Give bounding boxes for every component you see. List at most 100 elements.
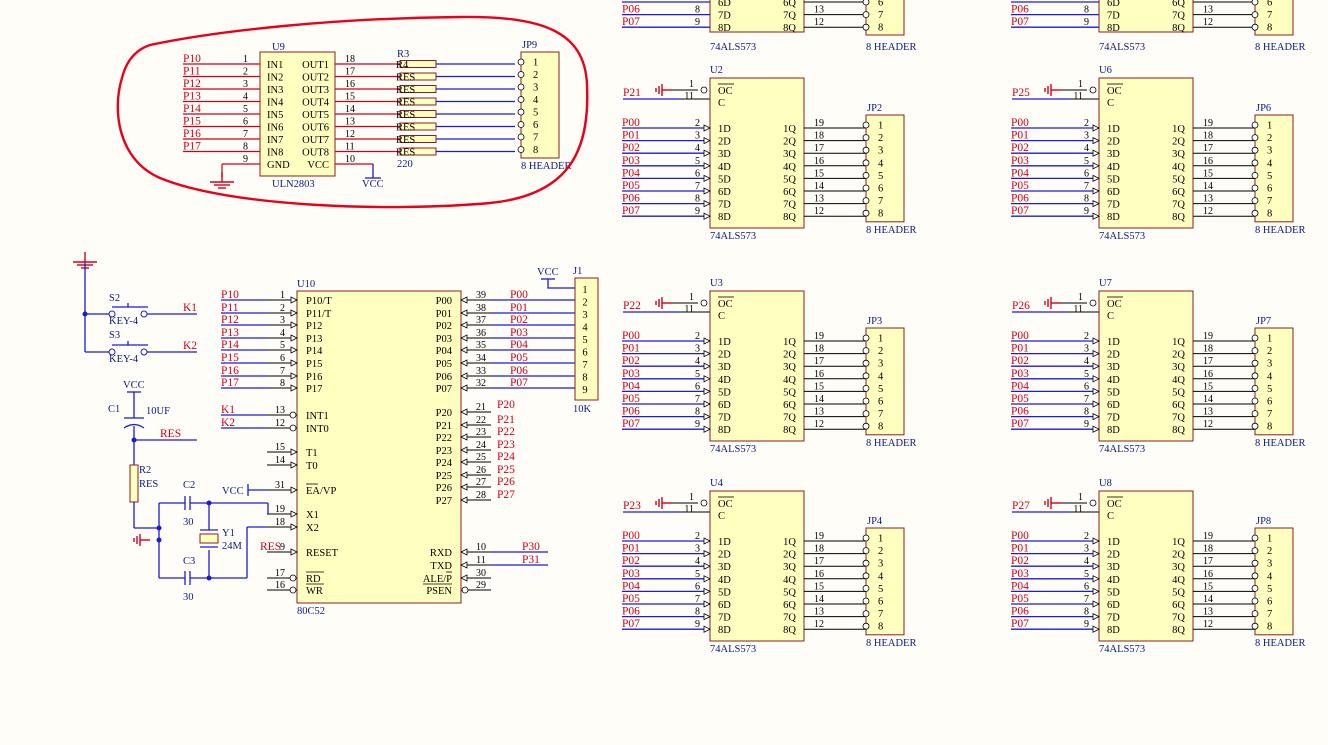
header-pin [1251, 0, 1259, 6]
mcu-right-net: P05 [510, 352, 528, 364]
pin-number: 8 [280, 378, 285, 389]
switch-contact [108, 310, 116, 318]
switch-part: KEY-4 [109, 354, 139, 365]
header-pin [1251, 372, 1259, 380]
pin-arrow [1092, 425, 1100, 433]
mcu-right-net: P06 [510, 365, 528, 377]
pin-number: 4 [695, 556, 700, 567]
d-pin-label: 8D [1107, 425, 1120, 436]
pin-arrow [1092, 537, 1100, 545]
d-pin-label: 6D [718, 600, 731, 611]
q-pin-label: 8Q [783, 212, 796, 223]
header-pin [517, 96, 525, 103]
uln-vcc-net: VCC [362, 179, 384, 190]
pin-number: 5 [1084, 569, 1089, 580]
pullup-pin-number: 3 [582, 310, 587, 321]
pin-arrow [703, 362, 711, 370]
data-bus-label: P05 [1011, 393, 1029, 405]
header-pin [862, 209, 870, 217]
pin-arrow [1092, 562, 1100, 570]
reset-vcc: VCC [123, 380, 145, 391]
q-pin-label: 7Q [1172, 200, 1185, 211]
q-pin-label: 4Q [1172, 575, 1185, 586]
uln-in-label: IN2 [267, 73, 283, 84]
q-pin-label: 5Q [783, 387, 796, 398]
pin-arrow [290, 510, 298, 518]
c-pin-label: C [1107, 311, 1114, 322]
d-pin-label: 2D [718, 550, 731, 561]
header-pin [1251, 11, 1259, 19]
pin-number: 34 [476, 353, 486, 364]
pin-number: 4 [1084, 556, 1089, 567]
pin-arrow [1092, 549, 1100, 558]
mcu-left-net: P12 [221, 314, 239, 326]
mcu-left-net: P10 [221, 289, 239, 301]
pin-arrow [703, 562, 711, 570]
q-pin-label: 5Q [1172, 587, 1185, 598]
pin-arrow [1092, 187, 1100, 195]
data-bus-label: P02 [1011, 142, 1029, 154]
pin-number: 7 [1084, 0, 1089, 3]
pin-number: 17 [345, 67, 355, 78]
pin-number: 23 [476, 427, 486, 438]
pin-number: 5 [695, 569, 700, 580]
latch-header [865, 114, 905, 223]
oc-pin-label: OC [718, 299, 733, 310]
d-pin-label: 4D [718, 375, 731, 386]
pin-number: 1 [1078, 292, 1083, 303]
pin-number: 24 [476, 440, 486, 451]
pin-number: 28 [476, 490, 486, 501]
pin-arrow [460, 458, 468, 466]
pin-number: 3 [695, 344, 700, 355]
header-part: 8 HEADER [866, 42, 916, 53]
pin-number: 13 [814, 407, 824, 418]
header-pin [517, 133, 525, 141]
pin-number: 9 [695, 17, 700, 28]
header-pin-number: 8 [533, 145, 538, 156]
oc-pin-label: OC [1107, 86, 1122, 97]
resistor-label: RES [396, 148, 415, 159]
mcu-pin-label: P21 [436, 421, 452, 432]
header-pin [1251, 397, 1259, 405]
header-pin-number: 5 [1267, 171, 1272, 182]
data-bus-label: P06 [622, 606, 640, 618]
pin-number: 2 [280, 303, 285, 314]
header-pin [862, 0, 870, 6]
data-bus-label: P07 [622, 618, 640, 630]
pin-number: 18 [814, 344, 824, 355]
latch-enable-label: P21 [623, 87, 641, 99]
pin-arrow [460, 421, 468, 429]
pin-arrow [703, 575, 711, 583]
d-pin-label: 2D [718, 350, 731, 361]
uln-in-label: IN5 [267, 110, 283, 121]
q-pin-label: 6Q [783, 600, 796, 611]
pin-number: 17 [1203, 143, 1213, 154]
resistor-label: RES [396, 123, 415, 134]
pin-arrow [1092, 199, 1100, 208]
header-pin [862, 422, 870, 430]
q-pin-label: 7Q [1172, 413, 1185, 424]
pin-number: 9 [695, 619, 700, 630]
header-pin-number: 4 [878, 371, 884, 382]
pin-number: 21 [476, 402, 486, 413]
pin-number: 9 [1084, 619, 1089, 630]
q-pin-label: 8Q [783, 23, 796, 34]
q-pin-label: 7Q [783, 11, 796, 22]
pin-number: 19 [1203, 531, 1213, 542]
mcu-left-net: P14 [221, 339, 239, 351]
pin-number: 2 [243, 67, 248, 78]
header-pin-number: 3 [878, 146, 883, 157]
header-pin-number: 4 [878, 571, 884, 582]
mcu-pin-label: P25 [436, 471, 452, 482]
pin-number: 19 [814, 531, 824, 542]
q-pin-label: 2Q [1172, 137, 1185, 148]
inverter-bubble [289, 574, 297, 582]
pin-number: 12 [1203, 619, 1213, 630]
header-pin [1251, 171, 1259, 179]
pin-arrow [703, 549, 711, 558]
data-bus-label: P05 [622, 393, 640, 405]
header-part: 8 HEADER [521, 161, 571, 172]
uln-in-label: IN6 [267, 123, 283, 134]
d-pin-label: 4D [1107, 375, 1120, 386]
